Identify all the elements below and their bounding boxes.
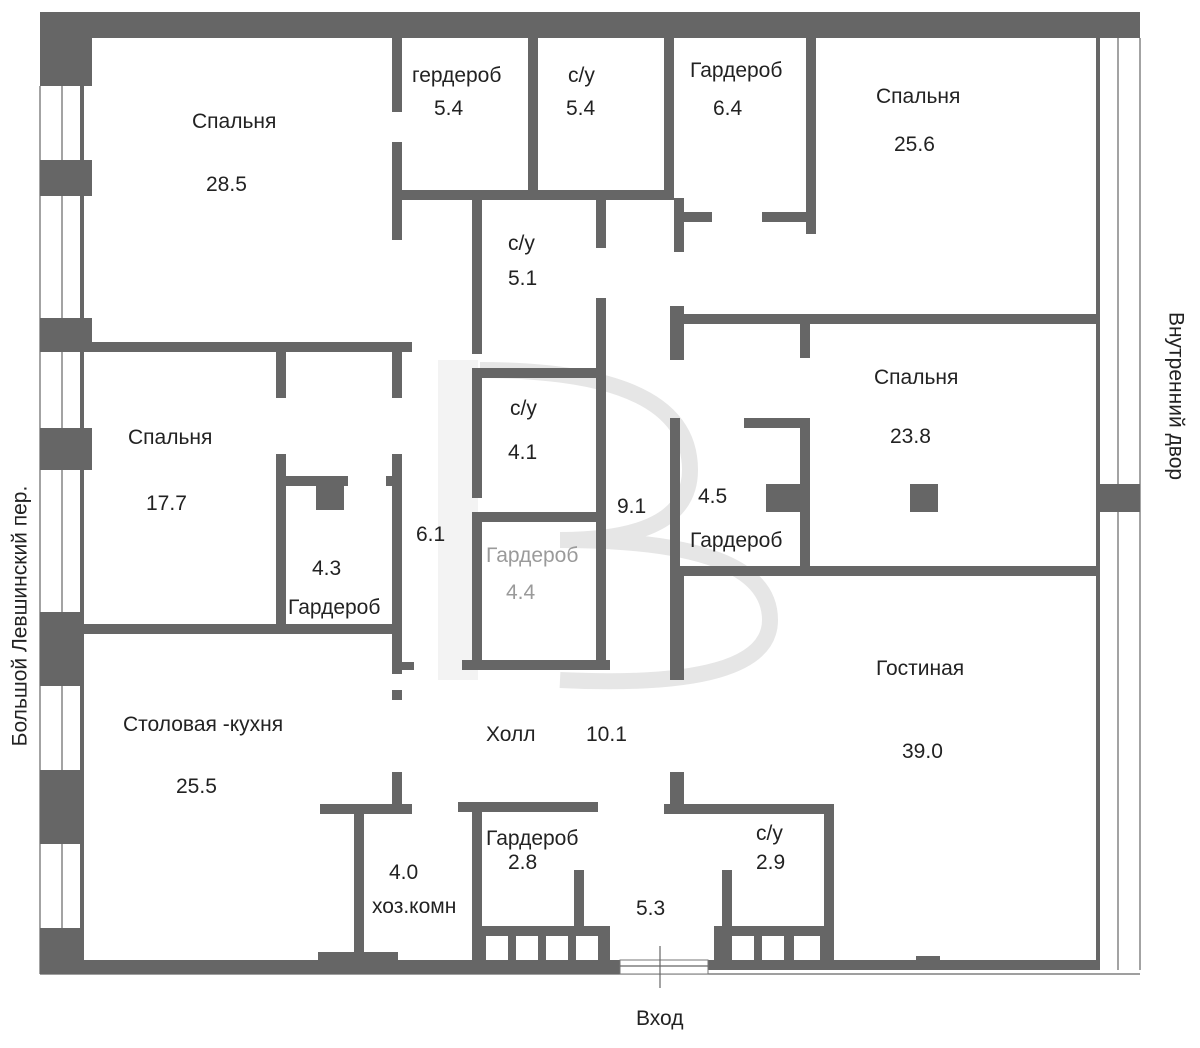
wardrobe-bottom-name: Гардероб: [486, 827, 579, 850]
wc-bottom-area: 2.9: [756, 851, 786, 874]
wardrobe-right-area: 4.5: [698, 485, 728, 508]
bedroom-top-left-area: 28.5: [206, 173, 247, 196]
wc-bottom-name: с/у: [756, 822, 783, 845]
utility-room-area: 4.0: [389, 861, 419, 884]
wardrobe-right-name: Гардероб: [690, 529, 783, 552]
wc-top-area: 5.4: [566, 97, 596, 120]
bedroom-right-name: Спальня: [874, 366, 959, 389]
wardrobe-left-area: 4.3: [312, 557, 342, 580]
living-room-name: Гостиная: [876, 657, 965, 680]
kitchen-area: 25.5: [176, 775, 217, 798]
street-label: Большой Левшинский пер.: [8, 485, 32, 747]
bedroom-left-name: Спальня: [128, 426, 213, 449]
entrance-label: Вход: [636, 1007, 684, 1030]
wardrobe-top-right-name: Гардероб: [690, 59, 783, 82]
bedroom-top-right-area: 25.6: [894, 133, 935, 156]
wardrobe-center-area: 4.4: [506, 581, 536, 604]
utility-room-name: хоз.комн: [372, 895, 457, 918]
courtyard-label: Внутренний двор: [1164, 311, 1188, 481]
bedroom-left-area: 17.7: [146, 492, 187, 515]
wardrobe-top-right-area: 6.4: [713, 97, 743, 120]
vestibule-area: 5.3: [636, 897, 666, 920]
hall-name: Холл: [486, 723, 536, 746]
watermark-logo: [438, 360, 779, 690]
wc-mid-lower-area: 4.1: [508, 441, 538, 464]
interior-walls: [84, 38, 1098, 970]
living-room-area: 39.0: [902, 740, 943, 763]
wc-mid-upper-name: с/у: [508, 232, 535, 255]
wardrobe-bottom-area: 2.8: [508, 851, 538, 874]
kitchen-name: Столовая -кухня: [123, 713, 284, 736]
wardrobe-left-name: Гардероб: [288, 596, 381, 619]
bedroom-right-area: 23.8: [890, 425, 931, 448]
bedroom-top-left-name: Спальня: [192, 110, 277, 133]
shelf-cells: [486, 936, 820, 960]
outer-walls: [40, 12, 1140, 974]
wc-top-name: с/у: [568, 64, 595, 87]
wardrobe-top-name: гердероб: [412, 64, 502, 87]
wardrobe-top-area: 5.4: [434, 97, 464, 120]
corridor-area: 6.1: [416, 523, 446, 546]
wardrobe-center-name: Гардероб: [486, 544, 579, 567]
bedroom-top-right-name: Спальня: [876, 85, 961, 108]
wc-mid-lower-name: с/у: [510, 397, 537, 420]
windows: [39, 38, 1141, 988]
hall-area: 10.1: [586, 723, 627, 746]
hall-upper-area: 9.1: [617, 495, 647, 518]
wc-mid-upper-area: 5.1: [508, 267, 538, 290]
